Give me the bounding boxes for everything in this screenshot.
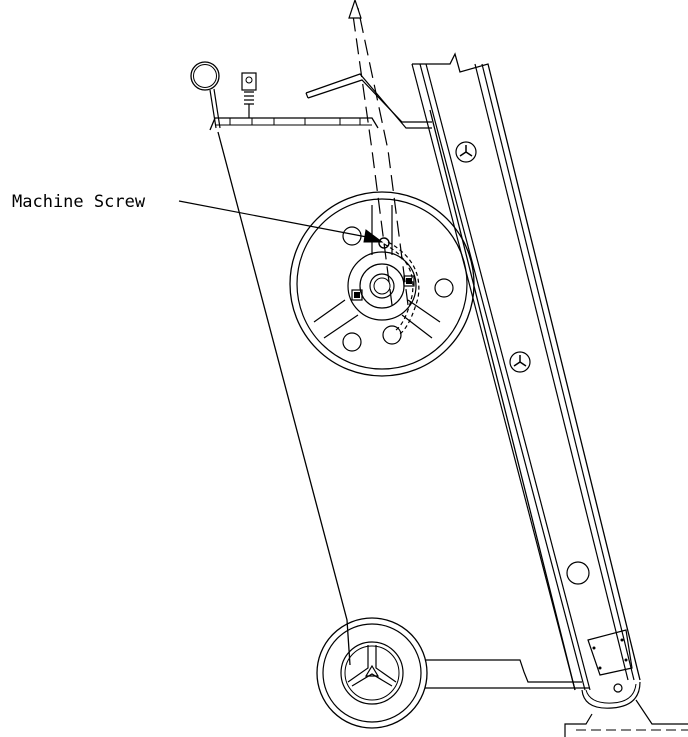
spring-latch: [241, 72, 257, 118]
machine-screw: [378, 237, 390, 249]
main-reel: [289, 191, 475, 377]
rail-fastener-middle: [509, 351, 531, 373]
hinge-base: [564, 681, 688, 737]
rail-fastener-upper: [455, 141, 477, 163]
inclined-rail: [411, 52, 641, 691]
base-frame: [425, 659, 590, 689]
cable: [383, 241, 420, 335]
machine-screw-callout: Machine Screw: [12, 192, 384, 243]
direction-arrow: [348, 0, 409, 306]
body-panel: [209, 109, 576, 691]
top-handle: [305, 73, 432, 129]
rear-wheel: [316, 617, 428, 729]
rail-hole-lower: [566, 561, 590, 585]
machine-screw-label: Machine Screw: [12, 192, 146, 212]
pull-ring: [190, 61, 221, 129]
rail-foot: [587, 629, 633, 676]
